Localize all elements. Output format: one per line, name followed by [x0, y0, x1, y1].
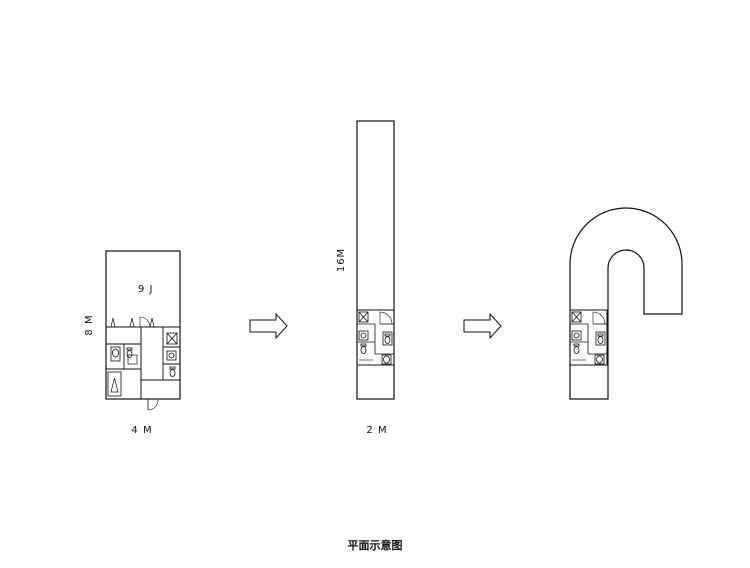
service-core	[570, 310, 607, 365]
strip-outline	[356, 120, 395, 400]
width-dimension-label: 4 M	[131, 425, 152, 436]
strip-plan-2x16: 16M 2 M	[336, 120, 395, 436]
room-plan-4x8: 9 J 8 M 4 M	[84, 250, 181, 436]
height-dimension-label: 8 M	[84, 314, 95, 335]
diagram-caption: 平面示意图	[348, 538, 403, 552]
strip-width-label: 2 M	[366, 425, 387, 436]
length-dimension-label: 16M	[336, 248, 347, 272]
service-core	[357, 310, 394, 365]
room-outline	[105, 250, 181, 400]
bent-strip-plan	[569, 207, 683, 400]
room-area-label: 9 J	[138, 284, 154, 295]
hook-outline	[569, 207, 683, 400]
right-arrow-icon	[463, 312, 502, 340]
right-arrow-icon	[249, 312, 288, 340]
